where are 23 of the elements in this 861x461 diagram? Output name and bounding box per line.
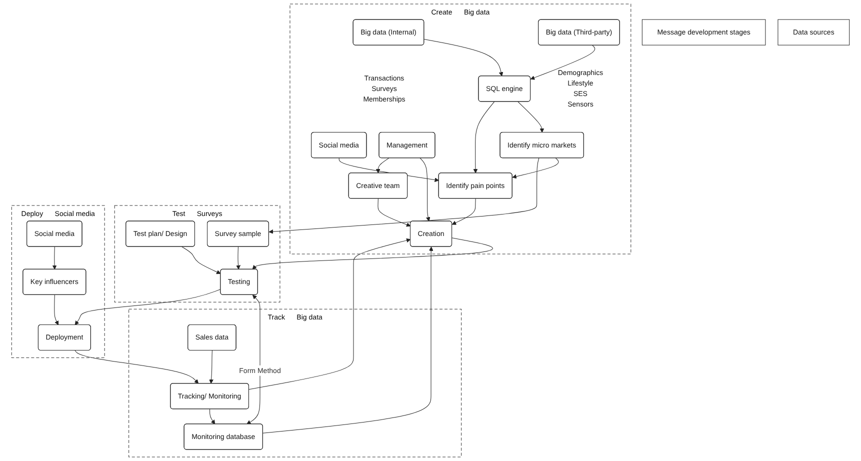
arrow	[420, 158, 430, 222]
arrow	[209, 408, 216, 424]
arrow	[74, 289, 221, 326]
arrow	[236, 246, 240, 270]
arrow	[378, 198, 411, 227]
arrow	[248, 238, 411, 390]
arrow	[52, 246, 57, 270]
arrow	[530, 45, 596, 80]
arrow	[424, 38, 504, 76]
arrow	[473, 101, 495, 174]
arrow	[338, 158, 440, 182]
arrow	[376, 158, 390, 174]
arrow	[512, 158, 559, 179]
arrow	[262, 246, 434, 434]
arrow	[452, 198, 476, 225]
arrow	[246, 294, 260, 424]
arrow	[74, 350, 199, 384]
arrow	[182, 246, 221, 274]
arrow	[54, 294, 59, 326]
arrow	[209, 350, 214, 384]
arrow	[252, 238, 493, 270]
arrow	[268, 158, 540, 234]
arrow	[518, 101, 544, 133]
